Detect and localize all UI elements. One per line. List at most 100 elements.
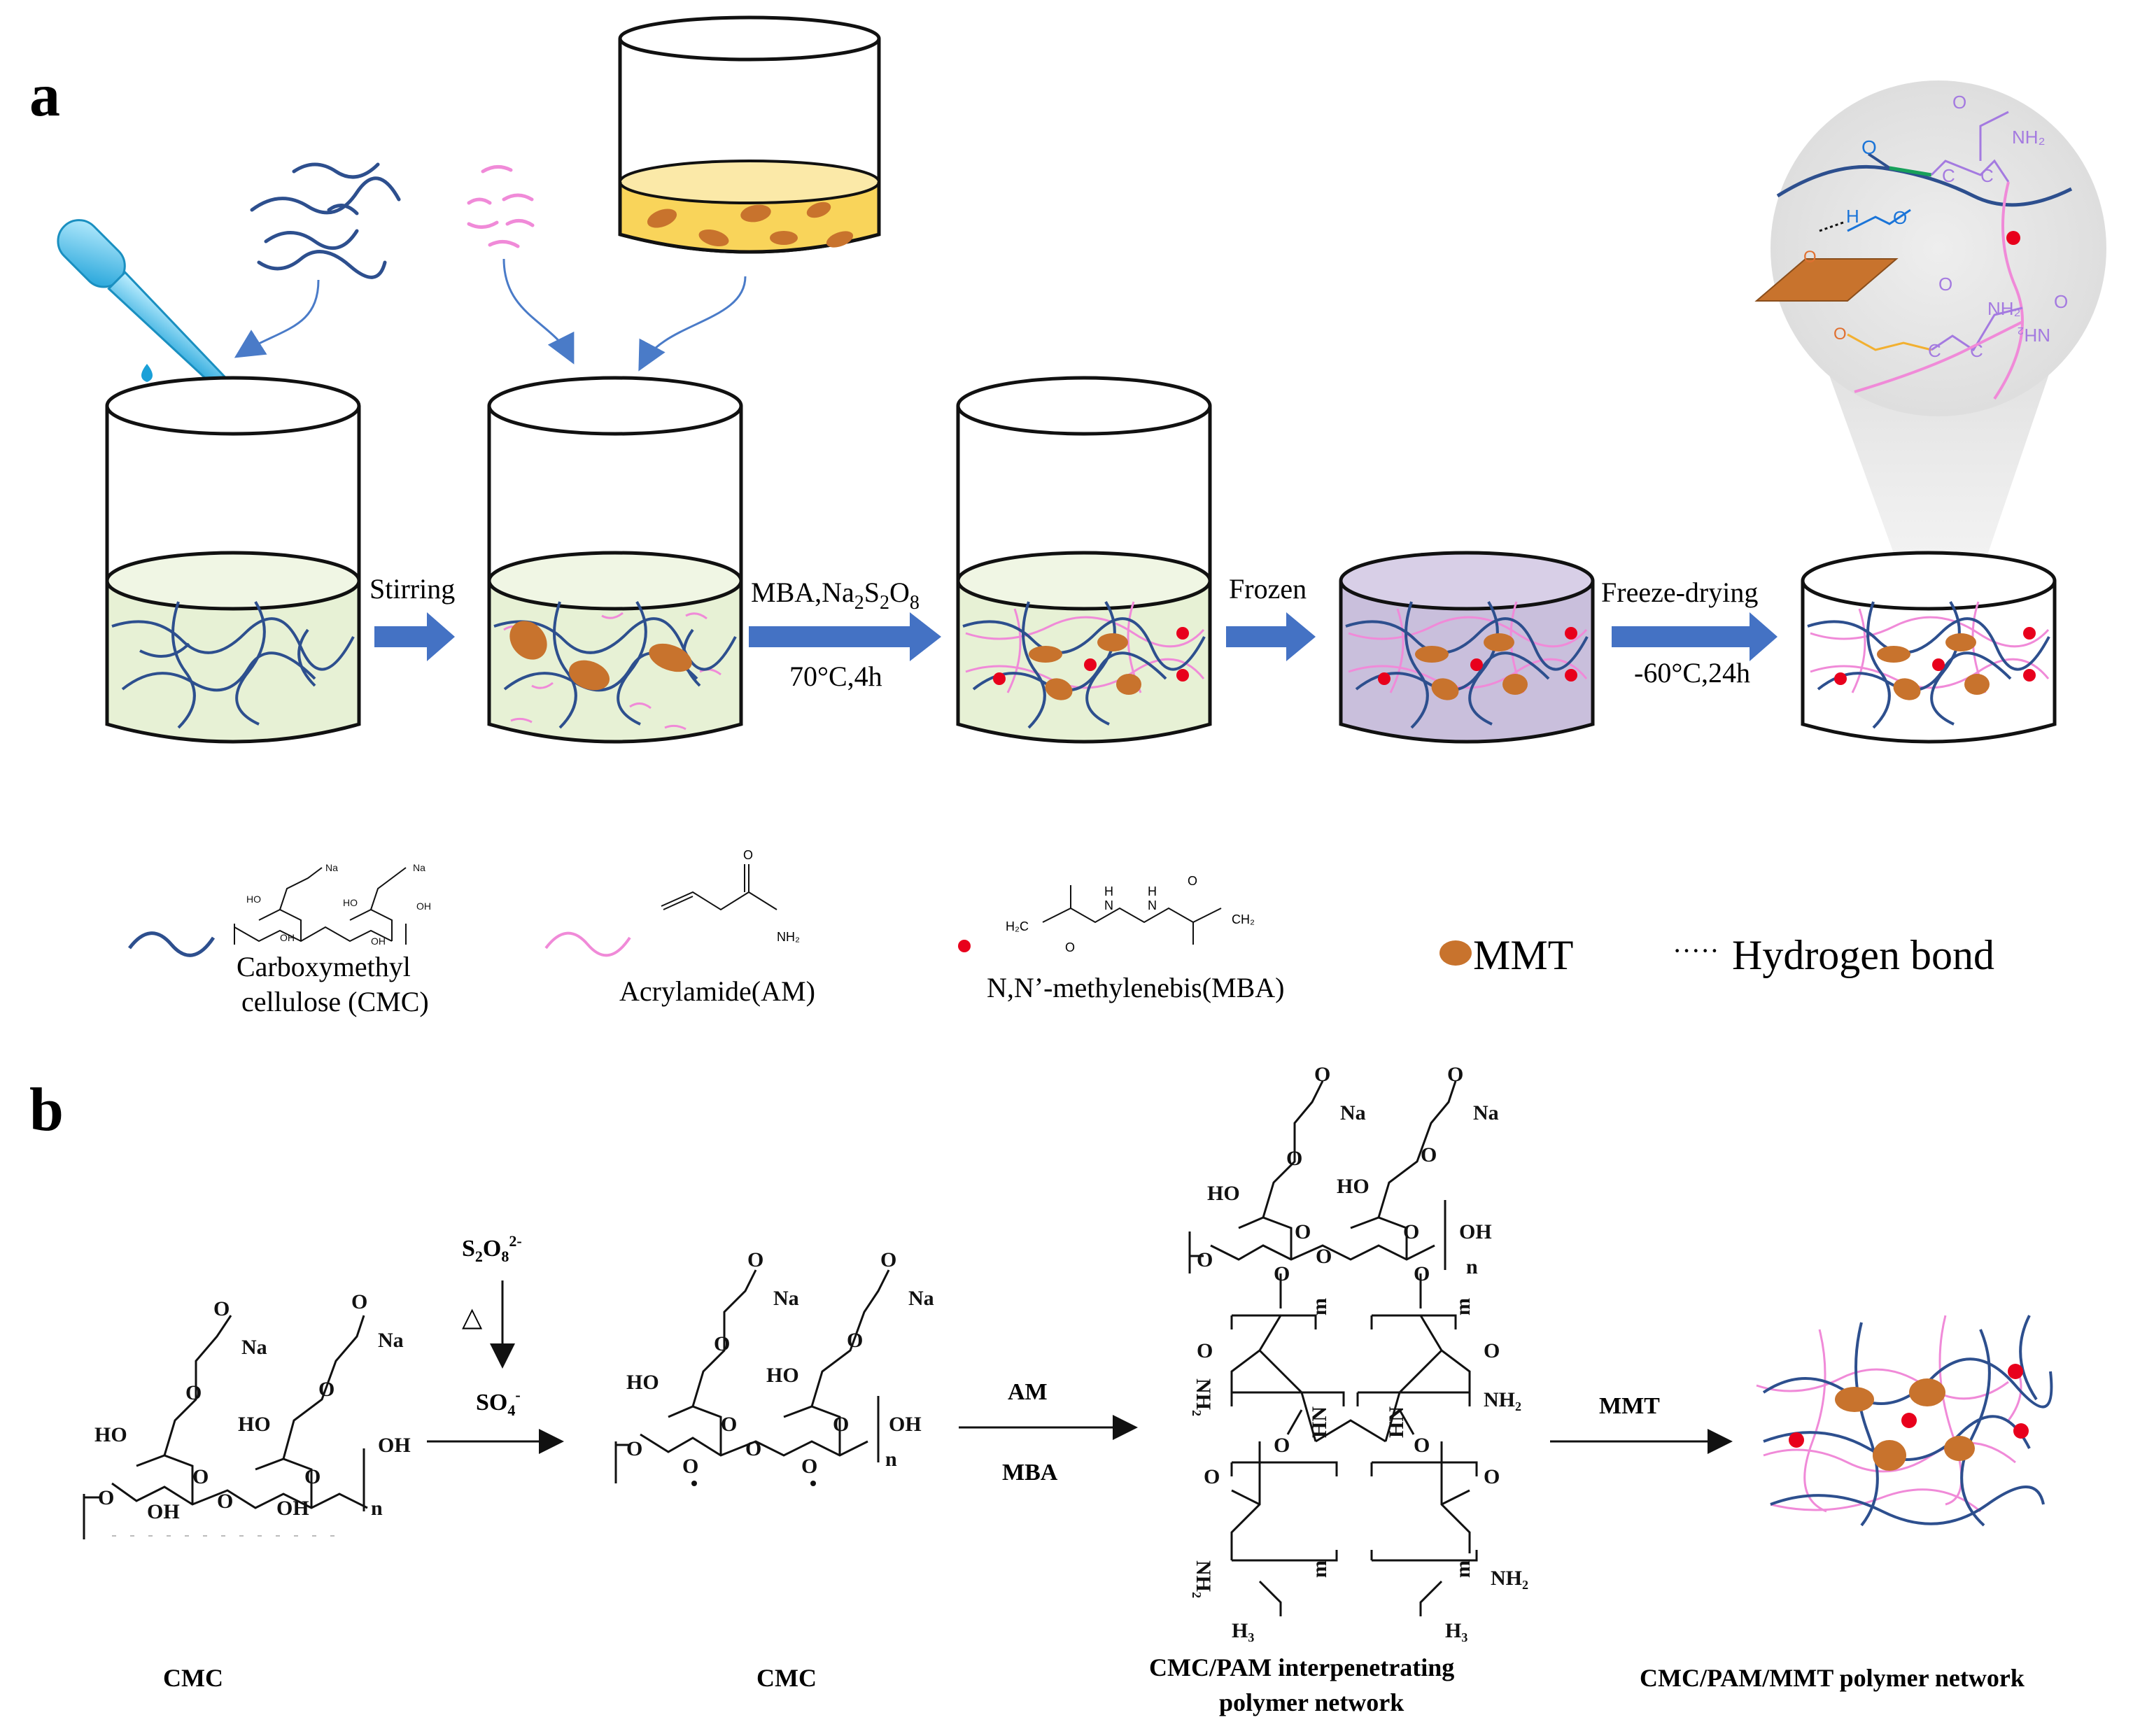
ipn-o-12: O [1484,1339,1500,1362]
zoom-nh2-2: NH₂ [1987,298,2021,319]
legend-cmc-oh-2: OH [280,932,295,943]
label-mba-initiator: MBA,Na2S2O8 [751,577,920,614]
ipn-hn-1: HN [1308,1406,1331,1438]
ipn-oh: OH [1459,1220,1492,1243]
panel-a-label: a [29,62,60,129]
zoom-c-2: C [1980,165,1994,186]
legend-mmt-label: MMT [1473,932,1573,978]
zoom-o-2: O [1952,92,1966,113]
zoom-nh2-1: NH₂ [2012,127,2046,148]
legend-am-o: O [743,848,753,862]
ipn-o-15: O [1204,1465,1220,1488]
ipn-h3-1: H₃ [1232,1619,1254,1642]
b1-o-3: O [185,1381,202,1404]
b2-o-2: O [880,1248,896,1271]
b1-o-7: O [217,1490,233,1513]
ipn-o-10: O [1414,1262,1430,1285]
legend-cmc-structure [234,867,407,945]
ipn-o-7: O [1316,1245,1332,1268]
zoom-o-4: O [1803,248,1817,267]
arrow-frozen [1226,612,1316,661]
legend-mmt-swatch [1439,940,1472,966]
legend-cmc-line1: Carboxymethyl [237,951,411,982]
arrow-mba-initiator [749,612,941,661]
ipn-m-4: m [1451,1560,1474,1578]
zoom-interaction-detail: O C C NH₂ O H O O O C C NH₂ O NH₂ O [1754,80,2106,416]
ipn-o-8: O [1197,1248,1213,1271]
b2-o-8: O [626,1437,642,1460]
label-reaction-conditions: 70°C,4h [789,661,882,692]
ipn-o-16: O [1484,1465,1500,1488]
zoom-o-1: O [1861,136,1877,158]
ipn-o-1: O [1314,1063,1330,1086]
legend-am-label: Acrylamide(AM) [619,975,815,1007]
legend-hbond-marker: ····· [1673,935,1719,966]
b1-oh-1: OH [378,1434,411,1457]
legend-cmc-line2: cellulose (CMC) [241,986,429,1017]
b1-na-2: Na [378,1329,404,1352]
zoom-o-5: O [1833,325,1847,344]
b2-o-7: O [745,1437,761,1460]
caption-cmc-2: CMC [756,1664,817,1692]
cmc-strands-icon [250,162,401,279]
frozen-gel-cylinder [1339,551,1595,744]
b2-o-3: O [714,1332,730,1355]
ipn-hn-2: HN [1385,1406,1408,1438]
b2-oh-1: OH [889,1413,922,1436]
ipn-h3-2: H₃ [1445,1619,1467,1642]
legend-am-structure [661,864,777,911]
legend-mba-n-2: N [1148,898,1157,912]
caption-cmc-1: CMC [163,1664,223,1692]
arrow-mmt-to-beaker2 [638,276,747,372]
b1-o-8: O [98,1486,114,1509]
caption-final-network: CMC/PAM/MMT polymer network [1640,1664,2025,1692]
b1-n: n [371,1497,383,1520]
b2-o-6: O [833,1413,849,1436]
label-b-am: AM [1008,1379,1048,1405]
label-s2o8: S2O82- [462,1232,522,1265]
label-b-mmt: MMT [1599,1393,1660,1419]
zoom-o-3: O [1893,207,1907,228]
arrow-cmc-to-beaker1 [234,279,320,358]
b1-ho-1: HO [94,1423,127,1446]
arrow-am-to-beaker2 [502,258,575,365]
label-so4: SO4- [476,1386,521,1419]
b2-o-10: O [801,1455,817,1478]
zoom-h-1: H [1846,206,1859,227]
label-freeze-drying: Freeze-drying [1601,577,1758,608]
b1-o-4: O [318,1378,335,1401]
legend-mba-h2c: H₂C [1006,919,1029,933]
legend-mba-label: N,N’-methylenebis(MBA) [987,972,1284,1003]
legend-cmc-oh-3: OH [371,936,386,947]
b1-na-1: Na [241,1336,267,1359]
legend-mba-h-2: H [1148,884,1157,898]
ipn-ho-2: HO [1337,1175,1370,1198]
b1-oh-3: OH [276,1497,309,1520]
legend-mba-o-2: O [1188,874,1197,888]
legend-cmc-ho-1: HO [246,894,261,905]
zoom-mmt-sheet [1754,258,1899,302]
zoom-nh2-3: NH₂ [2017,325,2050,346]
ipn-o-3: O [1286,1147,1302,1170]
ipn-nh2-1: NH₂ [1192,1378,1215,1416]
legend-mba-structure [1042,885,1222,945]
legend-cmc-labels: Na Na HO HO OH OH OH [246,862,431,947]
legend-mba-o-1: O [1065,940,1075,954]
legend-am-swatch [544,931,631,957]
legend-hbond-label: Hydrogen bond [1732,932,1994,978]
b2-ho-2: HO [766,1364,799,1387]
label-b-mba: MBA [1002,1460,1058,1486]
ipn-o-14: O [1414,1434,1430,1457]
b2-o-4: O [847,1329,863,1352]
legend-mba-dot [958,940,971,952]
final-polymer-network [1756,1315,2053,1527]
b1-o-1: O [213,1297,230,1320]
arrow-freeze-drying [1612,612,1778,661]
zoom-c-3: C [1928,340,1941,361]
ipn-structure: O Na O Na O O HO HO O O O OH O O O n O O… [1188,1063,1528,1642]
ipn-o-2: O [1447,1063,1463,1086]
label-stirring: Stirring [369,573,455,605]
legend-am-nh2: NH₂ [777,930,800,944]
ipn-ho-1: HO [1207,1182,1240,1205]
